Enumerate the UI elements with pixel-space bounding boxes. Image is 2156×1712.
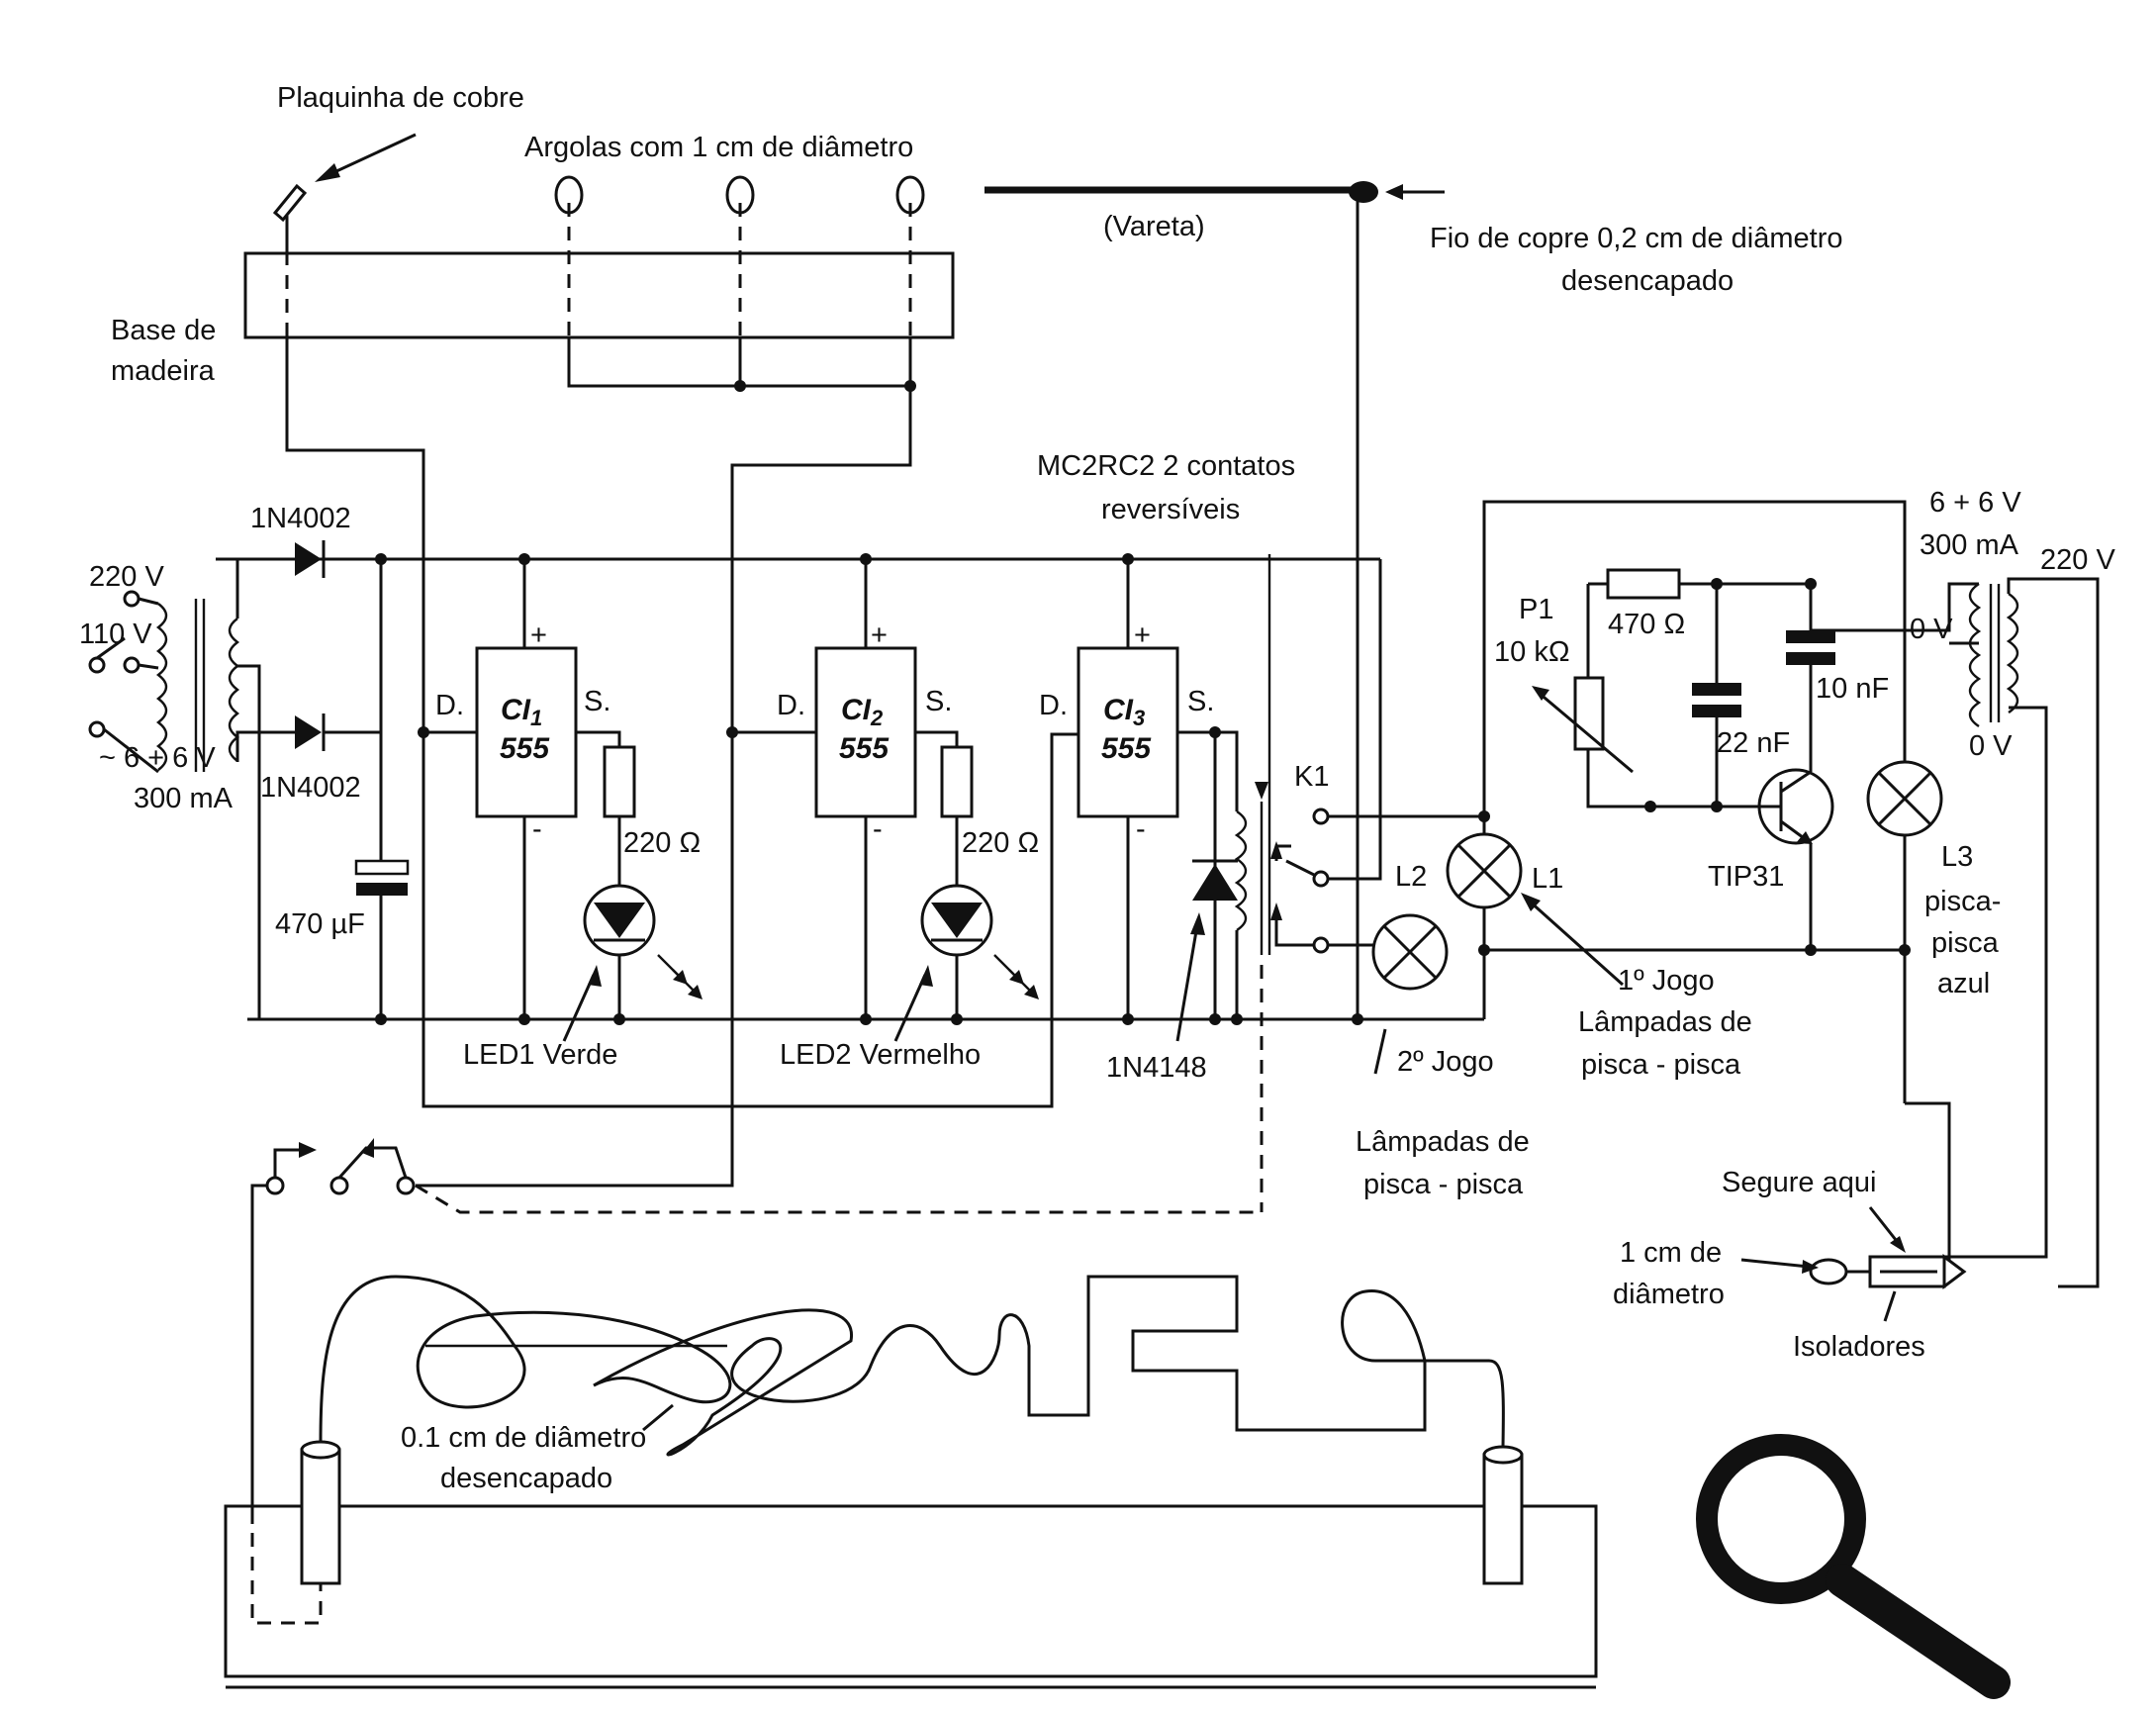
lamps	[1371, 500, 1907, 1019]
wood-base	[243, 251, 955, 339]
ring-2	[725, 175, 755, 215]
ring-label-1: 1 cm de	[1620, 1237, 1722, 1269]
jogo1-label-1: 1º Jogo	[1618, 965, 1715, 997]
ci3-pin-s: S.	[1187, 686, 1214, 717]
secondary-label-2: 300 mA	[134, 783, 234, 814]
rod-label: (Vareta)	[1103, 211, 1205, 242]
l1-label: L1	[1532, 863, 1563, 895]
jogo2-label: 2º Jogo	[1397, 1046, 1494, 1078]
lamps-label-1: Lâmpadas de	[1356, 1126, 1530, 1158]
ci3-type: 555	[1101, 732, 1152, 765]
ring-label-2: diâmetro	[1613, 1279, 1725, 1310]
ci1-pin-d: D.	[435, 690, 464, 721]
handle	[1740, 1206, 1967, 1322]
ci2-stage	[726, 553, 1039, 1042]
ci2-plus: +	[871, 619, 888, 651]
wire-label-2: desencapado	[440, 1463, 612, 1494]
hold-here-label: Segure aqui	[1722, 1167, 1876, 1198]
res-220-1-label: 220 Ω	[623, 827, 701, 859]
p1-value-label: 10 kΩ	[1494, 636, 1570, 668]
copper-plate	[272, 183, 308, 223]
ci3-stage	[1077, 192, 1479, 1212]
trafo2-label-2: 300 mA	[1920, 529, 2019, 561]
ci1-minus: -	[532, 813, 542, 845]
zero-v-1-label: 0 V	[1910, 614, 1953, 645]
ci2-pin-d: D.	[777, 690, 805, 721]
led1-label: LED1 Verde	[463, 1039, 617, 1071]
maze-wire	[319, 1275, 1505, 1457]
ci1-pin-s: S.	[584, 686, 610, 717]
diode-top-label: 1N4002	[250, 503, 351, 534]
mains-220-label: 220 V	[89, 561, 164, 593]
res-470-label: 470 Ω	[1608, 609, 1685, 640]
led2-label: LED2 Vermelho	[780, 1039, 981, 1071]
ci1-plus: +	[530, 619, 547, 651]
handle-ring	[1809, 1258, 1848, 1285]
res-220-2-label: 220 Ω	[962, 827, 1039, 859]
ci3-chip	[1077, 646, 1179, 818]
k1-label: K1	[1294, 761, 1329, 793]
ci2-name: CI2	[841, 694, 884, 730]
relay-label-2: reversíveis	[1101, 494, 1240, 525]
copper-wire-label-2: desencapado	[1561, 265, 1734, 297]
ci3-pin-d: D.	[1039, 690, 1068, 721]
wood-base-assembly	[243, 133, 1445, 1188]
cap-22n-label: 22 nF	[1717, 727, 1790, 759]
game-board	[224, 1138, 1598, 1689]
insulators-label: Isoladores	[1793, 1331, 1925, 1363]
ci1-type: 555	[500, 732, 550, 765]
l3-label-1: pisca-	[1924, 886, 2001, 917]
wood-base-label-1: Base de	[111, 315, 216, 346]
diode-bottom-label: 1N4002	[260, 772, 361, 804]
ci3-plus: +	[1134, 619, 1151, 651]
l3-label-2: pisca	[1931, 927, 2000, 959]
trafo2-220-label: 220 V	[2040, 544, 2115, 576]
flasher-circuit	[1532, 568, 2100, 1288]
ci1-stage	[418, 553, 703, 1042]
ring-1	[554, 175, 584, 215]
tip31-label: TIP31	[1708, 861, 1784, 893]
l2-label: L2	[1395, 861, 1427, 893]
right-post	[1482, 1453, 1524, 1585]
relay-label-1: MC2RC2 2 contatos	[1037, 450, 1295, 482]
diode-1n4148-label: 1N4148	[1106, 1052, 1207, 1084]
left-post	[300, 1448, 341, 1585]
l3-label: L3	[1941, 841, 1973, 873]
jogo1-label-2: Lâmpadas de	[1578, 1006, 1752, 1038]
copper-plate-label: Plaquinha de cobre	[277, 82, 524, 114]
p1-name-label: P1	[1519, 594, 1553, 625]
l3-label-3: azul	[1937, 968, 1990, 999]
magnifier-icon[interactable]	[1696, 1434, 2011, 1699]
zero-v-2-label: 0 V	[1969, 730, 2013, 762]
lamps-label-2: pisca - pisca	[1363, 1169, 1524, 1200]
ci3-name: CI3	[1103, 694, 1145, 730]
ci2-minus: -	[873, 813, 883, 845]
wire-label-1: 0.1 cm de diâmetro	[401, 1422, 646, 1454]
cap-10n-label: 10 nF	[1816, 673, 1889, 705]
trafo2-label-1: 6 + 6 V	[1929, 487, 2021, 519]
wood-base-label-2: madeira	[111, 355, 216, 387]
secondary-label-1: ~ 6 + 6 V	[99, 742, 216, 774]
ci1-name: CI1	[501, 694, 542, 730]
ci2-pin-s: S.	[925, 686, 952, 717]
cap-470-label: 470 µF	[275, 908, 365, 940]
copper-wire-label-1: Fio de copre 0,2 cm de diâmetro	[1430, 223, 1842, 254]
jogo1-label-3: pisca - pisca	[1581, 1049, 1741, 1081]
ring-3	[895, 175, 925, 215]
mains-110-label: 110 V	[79, 618, 152, 650]
ci3-minus: -	[1136, 813, 1146, 845]
rings-label: Argolas com 1 cm de diâmetro	[524, 132, 913, 163]
ci2-type: 555	[839, 732, 890, 765]
